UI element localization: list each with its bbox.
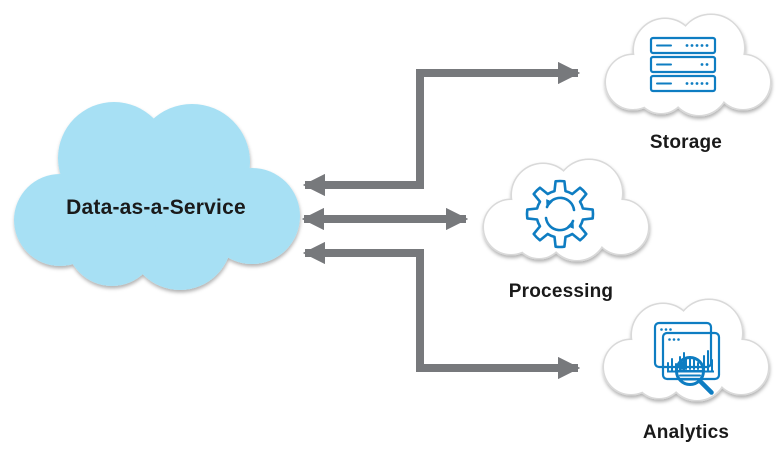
gear-outline <box>525 179 595 249</box>
processing-cloud <box>482 158 650 262</box>
gear-sync-icon <box>525 179 595 249</box>
magnifier <box>675 356 714 395</box>
node-label-storage: Storage <box>649 132 723 153</box>
connector-arrows <box>301 61 581 380</box>
chart-magnifier-icon <box>653 321 721 395</box>
server-stack-icon <box>649 36 717 93</box>
sync-arrow-bottom <box>544 216 575 232</box>
arrow-hub-storage <box>302 61 581 197</box>
analytics-cloud <box>602 298 770 402</box>
node-label-processing: Processing <box>508 281 614 302</box>
arrow-hub-analytics <box>302 241 581 380</box>
storage-cloud <box>604 13 772 117</box>
hub-label: Data-as-a-Service <box>66 196 246 219</box>
sync-arrow-top <box>545 196 576 212</box>
node-label-analytics: Analytics <box>642 422 730 443</box>
